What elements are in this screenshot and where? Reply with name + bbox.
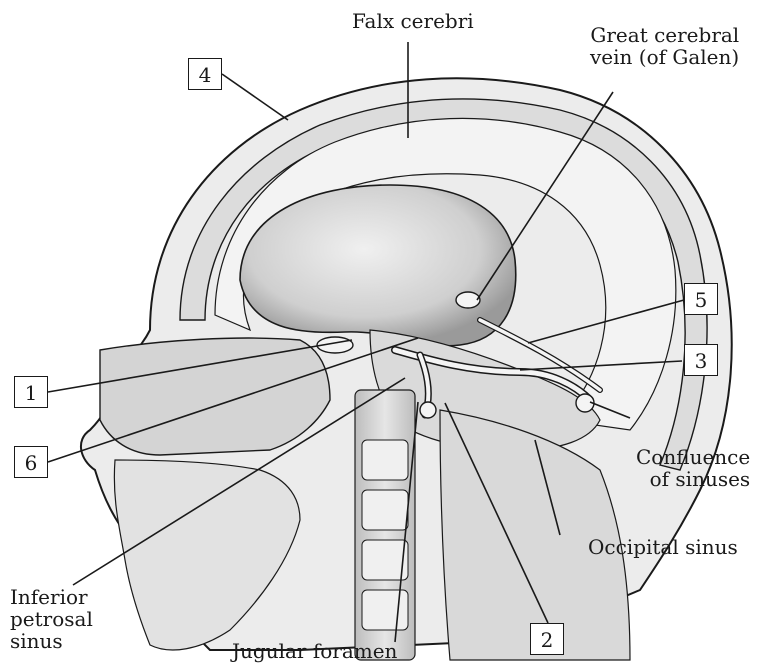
label-confluence-of-sinuses: Confluence of sinuses [636,446,750,490]
label-inferior-petrosal-line1: Inferior [10,586,93,608]
label-inferior-petrosal-line2: petrosal [10,608,93,630]
callout-box-2: 2 [530,623,564,655]
label-jugular-foramen: Jugular foramen [232,640,397,662]
label-inferior-petrosal-sinus: Inferior petrosal sinus [10,586,93,652]
callout-box-3: 3 [684,344,718,376]
callout-box-6: 6 [14,446,48,478]
label-confluence-line2: of sinuses [636,468,750,490]
label-great-cerebral-vein: Great cerebral vein (of Galen) [590,24,739,68]
nasal-cavity [100,338,330,455]
great-cerebral-vein-shape [456,292,480,308]
label-inferior-petrosal-line3: sinus [10,630,93,652]
label-occipital-sinus: Occipital sinus [588,536,738,558]
callout-box-1: 1 [14,376,48,408]
callout-box-5: 5 [684,283,718,315]
callout-box-4: 4 [188,58,222,90]
label-falx-cerebri: Falx cerebri [352,10,474,32]
label-confluence-line1: Confluence [636,446,750,468]
label-great-cerebral-vein-line1: Great cerebral [590,24,739,46]
jugular-bulb-shape [420,402,436,418]
label-great-cerebral-vein-line2: vein (of Galen) [590,46,739,68]
